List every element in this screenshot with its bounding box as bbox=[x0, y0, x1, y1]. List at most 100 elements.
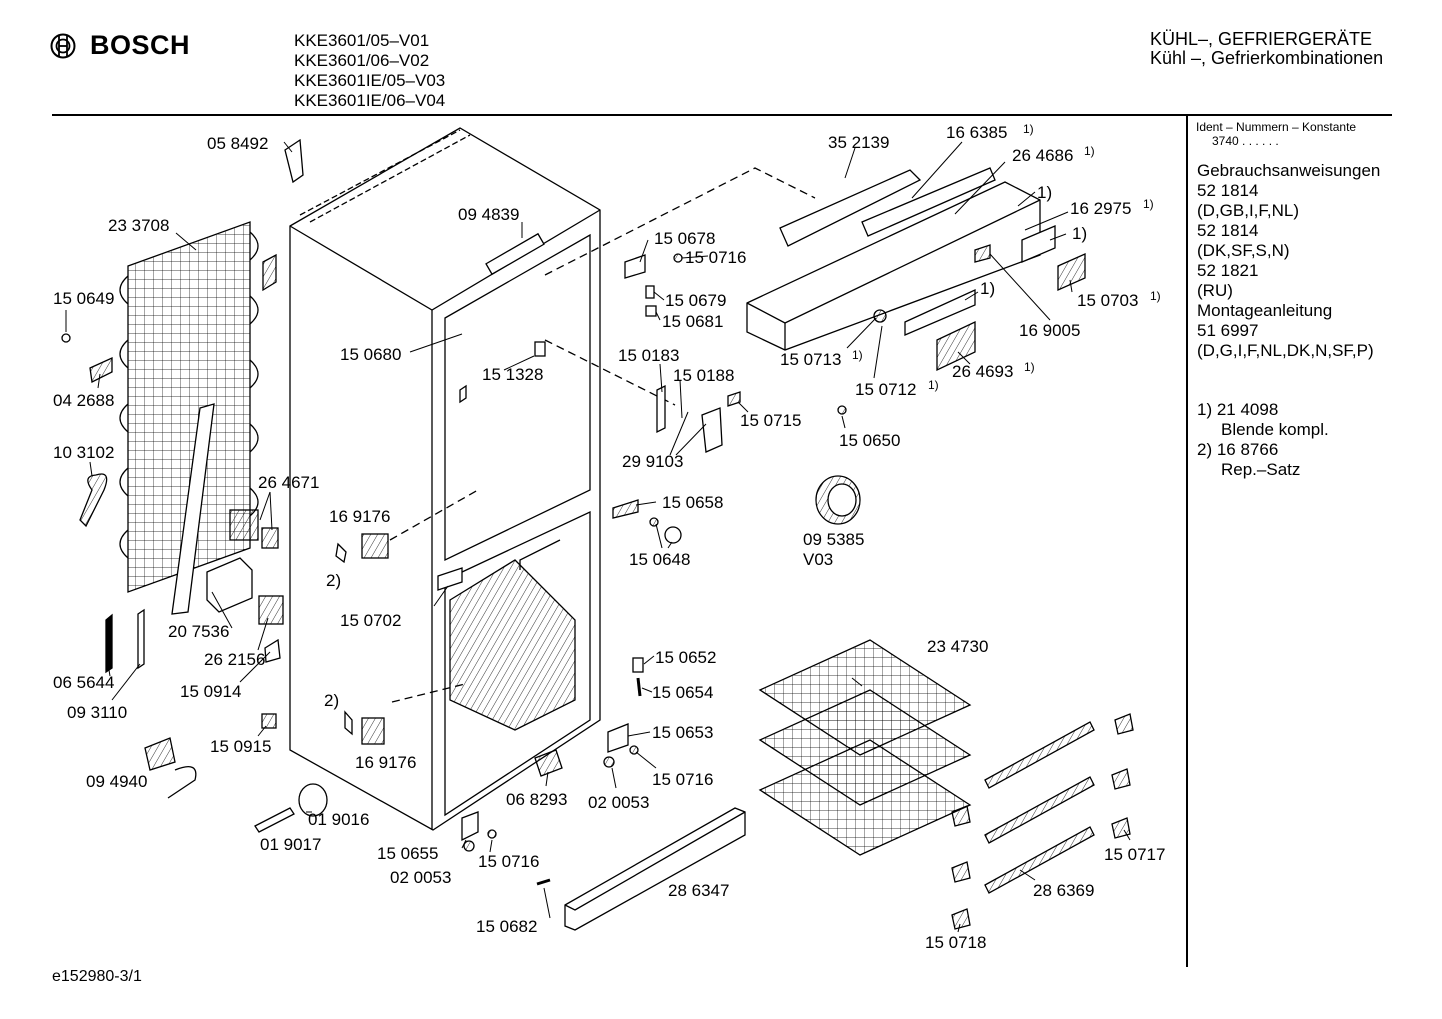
part-label: 10 3102 bbox=[53, 443, 114, 462]
part-footnote: 1) bbox=[1143, 197, 1154, 211]
part-label: 29 9103 bbox=[622, 452, 683, 471]
notes-list: 1) 21 4098 Blende kompl. 2) 16 8766 Rep.… bbox=[1197, 400, 1329, 480]
part-footnote: 1) bbox=[1023, 122, 1034, 136]
part-label: 15 0914 bbox=[180, 682, 241, 701]
part-label: 06 5644 bbox=[53, 673, 114, 692]
part-label: 09 3110 bbox=[67, 703, 127, 722]
part-label: 15 0654 bbox=[652, 683, 713, 702]
part-label: 15 0715 bbox=[740, 411, 801, 430]
part-label: 09 4940 bbox=[86, 772, 147, 791]
part-label: 2) bbox=[324, 691, 339, 710]
part-label: 15 0716 bbox=[652, 770, 713, 789]
note-line: Rep.–Satz bbox=[1221, 460, 1301, 479]
part-label: 15 0648 bbox=[629, 550, 690, 569]
part-footnote: 1) bbox=[852, 348, 863, 362]
part-label: 01 9016 bbox=[308, 810, 369, 829]
docs-list: Gebrauchsanweisungen 52 1814 (D,GB,I,F,N… bbox=[1197, 161, 1380, 361]
part-label: 1) bbox=[980, 279, 995, 298]
part-label: 15 0716 bbox=[685, 248, 746, 267]
part-footnote: 1) bbox=[1150, 289, 1161, 303]
part-label: 16 2975 bbox=[1070, 199, 1131, 218]
fan-unit bbox=[815, 475, 861, 525]
docs-line: (D,G,I,F,NL,DK,N,SF,P) bbox=[1197, 341, 1374, 360]
part-label: 02 0053 bbox=[390, 868, 451, 887]
part-label: 35 2139 bbox=[828, 133, 889, 152]
cabinet-body bbox=[289, 127, 601, 831]
ident-value: 3740 . . . . . . bbox=[1212, 134, 1279, 148]
part-label: 09 4839 bbox=[458, 205, 519, 224]
docs-line: Gebrauchsanweisungen bbox=[1197, 161, 1381, 180]
model-number: KKE3601IE/06–V04 bbox=[294, 91, 446, 110]
assembly-leader-lines bbox=[389, 167, 816, 703]
docs-line: (D,GB,I,F,NL) bbox=[1197, 201, 1300, 220]
part-label: 04 2688 bbox=[53, 391, 114, 410]
part-label: 26 4686 bbox=[1012, 146, 1073, 165]
part-label: 02 0053 bbox=[588, 793, 649, 812]
part-label: 01 9017 bbox=[260, 835, 321, 854]
part-label: 23 4730 bbox=[927, 637, 988, 656]
docs-line: (RU) bbox=[1197, 281, 1233, 300]
part-label: 15 0712 bbox=[855, 380, 916, 399]
part-label: 1) bbox=[1037, 183, 1052, 202]
docs-line: 52 1814 bbox=[1197, 181, 1259, 200]
part-label: 28 6369 bbox=[1033, 881, 1094, 900]
part-label: 15 0717 bbox=[1104, 845, 1165, 864]
note-line: 2) 16 8766 bbox=[1197, 440, 1279, 459]
part-label: 15 0655 bbox=[377, 844, 438, 863]
part-labels: 05 8492 23 3708 15 0649 04 2688 10 3102 … bbox=[53, 122, 1165, 952]
note-line: 1) 21 4098 bbox=[1197, 400, 1279, 419]
part-label: 26 4693 bbox=[952, 362, 1013, 381]
part-label: 15 0183 bbox=[618, 346, 679, 365]
part-label: 15 0703 bbox=[1077, 291, 1138, 310]
part-label: 15 0649 bbox=[53, 289, 114, 308]
part-label: 28 6347 bbox=[668, 881, 729, 900]
part-label: 15 0658 bbox=[662, 493, 723, 512]
docs-line: (DK,SF,S,N) bbox=[1197, 241, 1290, 260]
model-number: KKE3601/06–V02 bbox=[294, 51, 430, 70]
part-label: 15 0188 bbox=[673, 366, 734, 385]
bosch-logo-icon bbox=[50, 33, 76, 58]
model-number: KKE3601IE/05–V03 bbox=[294, 71, 446, 90]
part-label: 1) bbox=[1072, 224, 1087, 243]
part-label: 09 5385 bbox=[803, 530, 864, 549]
part-footnote: 1) bbox=[928, 378, 939, 392]
part-label: 15 0713 bbox=[780, 350, 841, 369]
docs-line: Montageanleitung bbox=[1197, 301, 1333, 320]
part-label: 15 0652 bbox=[655, 648, 716, 667]
part-label: 15 0702 bbox=[340, 611, 401, 630]
wire-shelves bbox=[758, 639, 1095, 894]
part-label: 15 0678 bbox=[654, 229, 715, 248]
drawing-code: e152980-3/1 bbox=[52, 968, 142, 985]
part-label: 15 0718 bbox=[925, 933, 986, 952]
part-label: 26 2156 bbox=[204, 650, 265, 669]
part-label: V03 bbox=[803, 550, 833, 569]
docs-line: 51 6997 bbox=[1197, 321, 1259, 340]
note-line: Blende kompl. bbox=[1221, 420, 1329, 439]
model-list: KKE3601/05–V01 KKE3601/06–V02 KKE3601IE/… bbox=[294, 31, 445, 111]
part-label: 2) bbox=[326, 571, 341, 590]
part-label: 05 8492 bbox=[207, 134, 268, 153]
part-label: 15 0682 bbox=[476, 917, 537, 936]
ident-title: Ident – Nummern – Konstante bbox=[1196, 120, 1357, 134]
part-label: 15 0650 bbox=[839, 431, 900, 450]
control-panel-housing bbox=[746, 167, 1086, 372]
small-parts bbox=[61, 138, 1134, 930]
part-label: 15 0681 bbox=[662, 312, 723, 331]
part-footnote: 1) bbox=[1024, 360, 1035, 374]
category-title: KÜHL–, GEFRIERGERÄTE bbox=[1150, 29, 1373, 49]
sidebar-divider bbox=[1186, 116, 1188, 967]
part-label: 15 0679 bbox=[665, 291, 726, 310]
model-number: KKE3601/05–V01 bbox=[294, 31, 430, 50]
part-label: 16 9176 bbox=[329, 507, 390, 526]
part-label: 15 0653 bbox=[652, 723, 713, 742]
brand-name: BOSCH bbox=[90, 30, 191, 60]
category-block: KÜHL–, GEFRIERGERÄTE Kühl –, Gefrierkomb… bbox=[1150, 30, 1383, 68]
docs-line: 52 1821 bbox=[1197, 261, 1259, 280]
part-label: 20 7536 bbox=[168, 622, 229, 641]
part-footnote: 1) bbox=[1084, 144, 1095, 158]
part-label: 16 9176 bbox=[355, 753, 416, 772]
part-label: 16 9005 bbox=[1019, 321, 1080, 340]
part-label: 15 0680 bbox=[340, 345, 401, 364]
part-label: 06 8293 bbox=[506, 790, 567, 809]
